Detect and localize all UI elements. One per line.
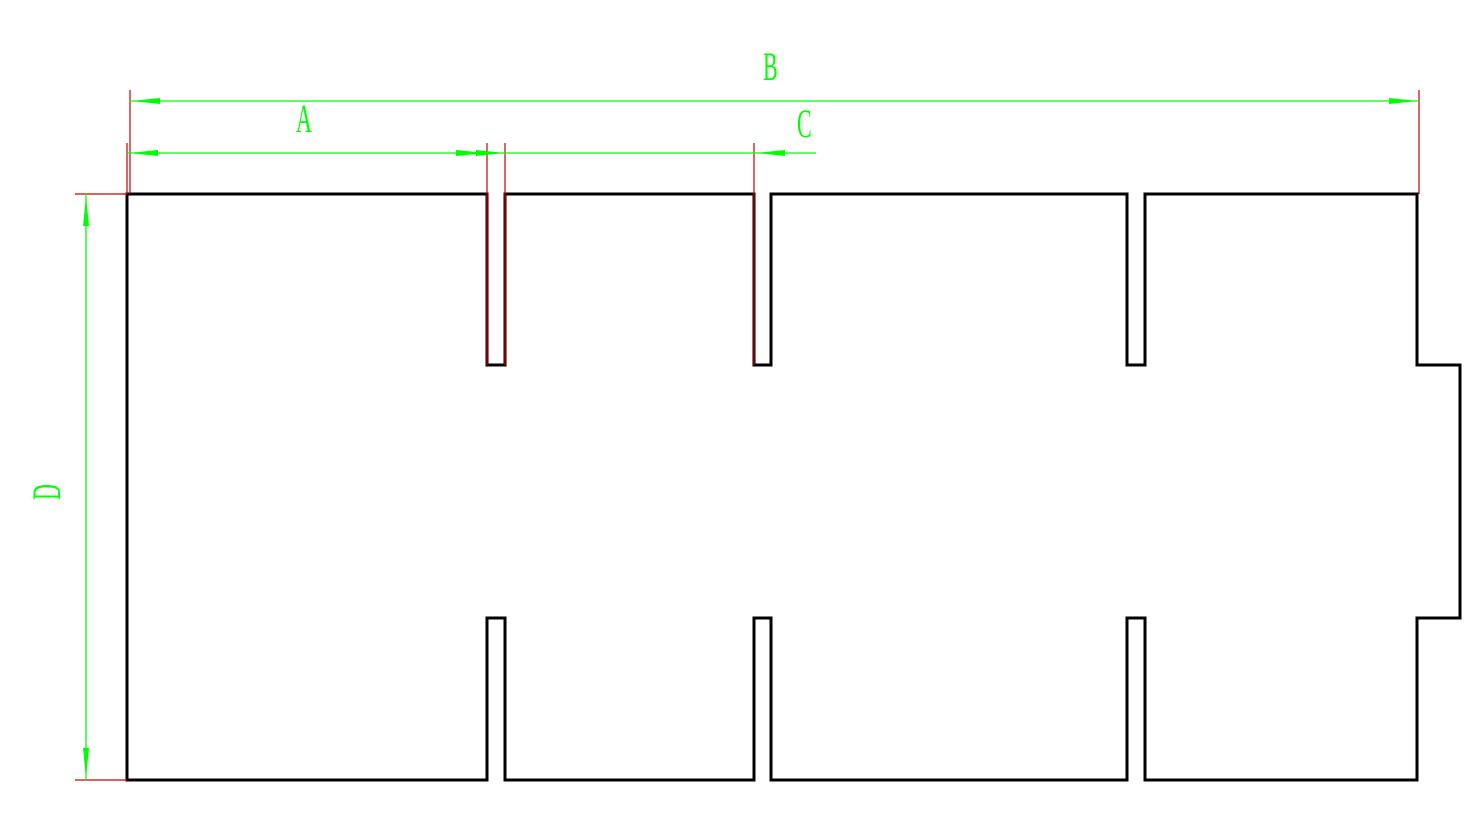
dimension-c: C — [756, 101, 812, 156]
dimension-label-b: B — [763, 44, 778, 89]
dimension-label-d: D — [24, 484, 69, 500]
part-outline — [125, 192, 1462, 782]
dimension-d: D — [24, 194, 89, 780]
dimension-label-c: C — [797, 101, 812, 146]
dimension-label-a: A — [296, 96, 312, 141]
dimension-b: B — [130, 44, 1419, 104]
dimension-a: A — [127, 96, 816, 156]
extension-lines — [75, 90, 1420, 781]
